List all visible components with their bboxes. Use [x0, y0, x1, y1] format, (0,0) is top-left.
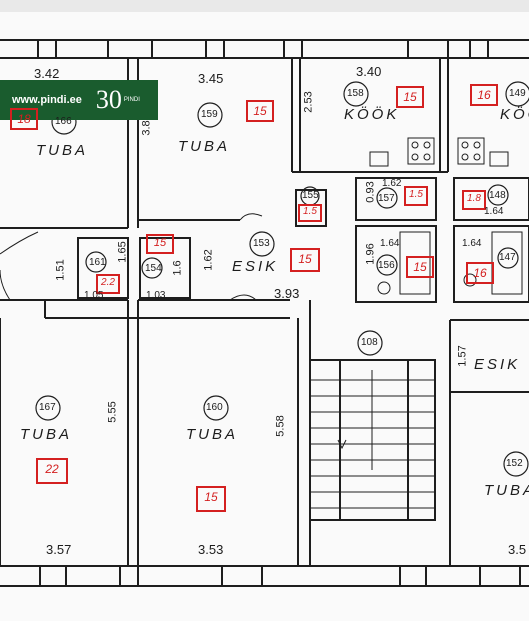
room-166-area: 18 [10, 108, 38, 130]
room-161-number: 161 [89, 257, 106, 268]
room-154-area: 15 [146, 234, 174, 254]
room-154-dim-2: 1.03 [146, 290, 166, 301]
esik-dim: 1.62 [202, 249, 215, 271]
room-167-length: 5.55 [106, 401, 119, 423]
room-153-area: 15 [290, 248, 320, 272]
room-148-number: 148 [489, 190, 506, 201]
room-159-area: 15 [246, 100, 274, 122]
room-157-dim-1: 0.93 [364, 181, 377, 203]
room-158-number: 158 [347, 88, 364, 99]
room-156-dim-2: 1.96 [364, 243, 377, 265]
room-160-length: 5.58 [274, 415, 287, 437]
room-159-name: TUBA [178, 138, 231, 155]
pindi-30-logo: 30 PINDI [96, 85, 140, 115]
room-152-number: 152 [506, 458, 523, 469]
room-148-area: 1.8 [462, 190, 486, 210]
room-167-number: 167 [39, 402, 56, 413]
room-147-area: 16 [466, 262, 494, 284]
room-160-width: 3.53 [198, 542, 224, 557]
room-157-area: 1.5 [404, 186, 428, 206]
room-160-name: TUBA [186, 426, 239, 443]
room-153-width: 3.93 [274, 286, 300, 301]
right-esik-length: 1.57 [456, 345, 469, 367]
right-esik-name: ESIK [474, 356, 521, 373]
pindi-badge[interactable]: www.pindi.ee 30 PINDI [0, 80, 158, 120]
room-158-area: 15 [396, 86, 424, 108]
room-156-number: 156 [378, 260, 395, 271]
room-154-dim-1: 1.6 [171, 260, 184, 276]
room-148-dim-1: 1.64 [484, 206, 504, 217]
room-166-number: 166 [55, 116, 72, 127]
room-149-name: KÖÖK [500, 106, 529, 123]
room-149-area: 16 [470, 84, 498, 106]
logo-brand: PINDI [123, 97, 140, 103]
room-158-width: 3.40 [356, 64, 382, 79]
room-153-name: ESIK [232, 258, 279, 275]
room-166-name: TUBA [36, 142, 89, 159]
logo-year: 30 [95, 85, 122, 114]
room-167-name: TUBA [20, 426, 73, 443]
room-161-dim-1: 1.51 [54, 259, 67, 281]
room-147-number: 147 [499, 252, 516, 263]
room-157-dim-2: 1.62 [382, 178, 402, 189]
room-147-dim-1: 1.64 [462, 238, 482, 249]
site-url[interactable]: www.pindi.ee [12, 94, 82, 106]
room-156-area: 15 [406, 256, 434, 278]
room-152-name: TUBA [484, 482, 529, 499]
room-159-width: 3.45 [198, 71, 224, 86]
room-155-number: 155 [302, 190, 319, 201]
room-155-area: 1.5 [298, 204, 322, 222]
room-158-name: KÖÖK [344, 106, 400, 123]
room-149-number: 149 [509, 88, 526, 99]
kitchen-depth-dim: 2.53 [302, 91, 315, 113]
room-152-width: 3.5 [508, 542, 527, 557]
room-166-width: 3.42 [34, 66, 60, 81]
room-160-number: 160 [206, 402, 223, 413]
room-167-width: 3.57 [46, 542, 72, 557]
room-161-dim-3: 1.05 [84, 290, 104, 301]
room-153-number: 153 [253, 238, 270, 249]
room-159-number: 159 [201, 109, 218, 120]
room-154-number: 154 [145, 263, 162, 274]
room-161-dim-2: 1.65 [116, 241, 129, 263]
room-156-dim-1: 1.64 [380, 238, 400, 249]
room-161-area: 2.2 [96, 274, 120, 294]
room-167-area: 22 [36, 458, 68, 484]
room-157-number: 157 [378, 193, 395, 204]
stairwell-number: 108 [361, 337, 378, 348]
room-159-depth-dim: 3.8 [140, 120, 153, 136]
room-160-area: 15 [196, 486, 226, 512]
